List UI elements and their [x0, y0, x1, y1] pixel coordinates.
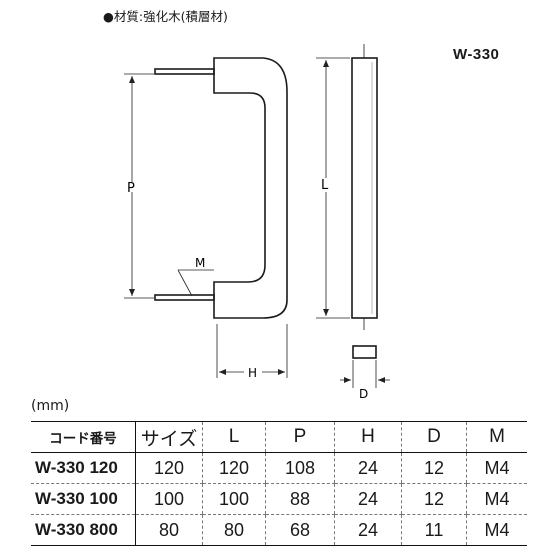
header-m: M: [466, 421, 527, 453]
row-size: 100: [135, 483, 203, 515]
h-dimension: [216, 324, 288, 378]
model-label: W-330: [453, 46, 500, 63]
table-row: W-330 800 80 80 68 24 11 M4: [31, 514, 527, 546]
row-code: W-330 100: [31, 483, 136, 515]
row-code: W-330 120: [31, 452, 136, 484]
table-row: W-330 100 100 100 88 24 12 M4: [31, 483, 527, 515]
header-p: P: [265, 421, 335, 453]
d-dimension: [340, 360, 390, 388]
bottom-screw: [154, 294, 215, 301]
header-d: D: [401, 421, 467, 453]
handle-end-view: [352, 345, 377, 359]
l-label: L: [321, 178, 329, 193]
p-dimension: [124, 73, 154, 299]
h-label: H: [248, 366, 257, 380]
material-note: ●材質:強化木(積層材): [103, 9, 228, 24]
p-label: P: [127, 181, 135, 196]
handle-drawing: P M H L D: [124, 44, 390, 400]
row-l: 80: [202, 514, 266, 546]
row-code: W-330 800: [31, 514, 136, 546]
header-l: L: [202, 421, 266, 453]
header-code: コード番号: [31, 421, 136, 453]
handle-front-view: [154, 57, 288, 319]
spec-table: コード番号 サイズ L P H D M W-330 120 120 120 10…: [31, 421, 527, 546]
m-label: M: [195, 256, 205, 270]
d-label: D: [359, 387, 368, 400]
row-d: 12: [401, 452, 467, 484]
row-h: 24: [334, 483, 402, 515]
l-dimension: [316, 57, 350, 319]
header-size: サイズ: [135, 421, 203, 453]
unit-label: (mm): [31, 398, 70, 414]
row-m: M4: [466, 514, 527, 546]
top-screw: [154, 68, 215, 75]
table-header-row: コード番号 サイズ L P H D M: [31, 421, 527, 453]
row-size: 80: [135, 514, 203, 546]
row-d: 11: [401, 514, 467, 546]
m-leader: [177, 269, 214, 297]
row-d: 12: [401, 483, 467, 515]
row-l: 100: [202, 483, 266, 515]
row-l: 120: [202, 452, 266, 484]
row-size: 120: [135, 452, 203, 484]
row-p: 68: [265, 514, 335, 546]
row-h: 24: [334, 452, 402, 484]
row-h: 24: [334, 514, 402, 546]
row-m: M4: [466, 483, 527, 515]
handle-side-view: [351, 44, 378, 330]
row-p: 88: [265, 483, 335, 515]
table-row: W-330 120 120 120 108 24 12 M4: [31, 452, 527, 484]
row-m: M4: [466, 452, 527, 484]
row-p: 108: [265, 452, 335, 484]
header-h: H: [334, 421, 402, 453]
